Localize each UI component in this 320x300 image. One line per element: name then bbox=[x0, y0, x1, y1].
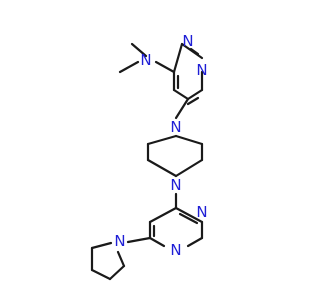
lower-ring-bond-4 bbox=[174, 206, 204, 224]
nitrogen-lower-ring-right: N bbox=[196, 203, 207, 221]
piperazine-bond-6 bbox=[174, 158, 204, 178]
nitrogen-dimethylamino: N bbox=[140, 51, 151, 69]
molecule-structure: N N N N N N N N bbox=[90, 32, 208, 281]
pyrrolidine-bond-1 bbox=[90, 241, 113, 250]
molecule-canvas: N N N N N N N N bbox=[90, 32, 208, 281]
methyl-bond-top bbox=[130, 42, 148, 58]
upper-ring-bond-6 bbox=[172, 88, 190, 101]
lower-ring-double-1 bbox=[178, 212, 199, 225]
upper-ring-double-3 bbox=[186, 96, 200, 106]
piperazine-bond-1 bbox=[146, 134, 178, 146]
upper-ring-double-2 bbox=[189, 47, 200, 56]
pyrrolidine-bond-4 bbox=[108, 264, 126, 281]
upper-ring-bond-7 bbox=[186, 88, 204, 101]
methyl-bond-left bbox=[118, 60, 140, 74]
nitrogen-piperazine-top: N bbox=[170, 118, 181, 136]
pyrrolidine-bond-5 bbox=[116, 250, 126, 268]
upper-ring-bond-1 bbox=[154, 60, 176, 74]
upper-ring-bond-3 bbox=[172, 42, 184, 74]
nitrogen-pyrrolidine: N bbox=[114, 232, 125, 250]
piperazine-bond-3 bbox=[146, 158, 178, 178]
nitrogen-lower-ring-bottom: N bbox=[170, 241, 181, 259]
lower-ring-bond-3 bbox=[148, 236, 166, 248]
lower-ring-bond-1 bbox=[148, 206, 178, 224]
pyrrolidine-connector-bond bbox=[126, 236, 152, 244]
nitrogen-upper-ring-top: N bbox=[182, 32, 193, 50]
piperazine-bond-4 bbox=[174, 134, 204, 146]
lower-ring-bond-6 bbox=[186, 236, 204, 248]
nitrogen-upper-ring-right: N bbox=[196, 61, 207, 79]
pyrrolidine-bond-3 bbox=[90, 268, 112, 281]
nitrogen-piperazine-bottom: N bbox=[170, 176, 181, 194]
upper-connector-bond bbox=[174, 97, 190, 120]
